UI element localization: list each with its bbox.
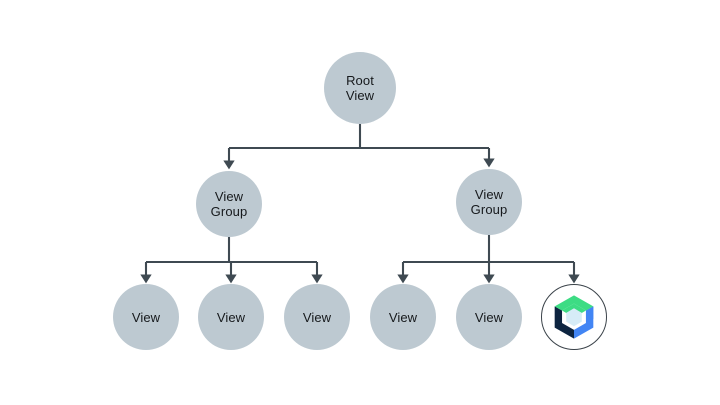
node-view-4[interactable]: View <box>370 284 436 350</box>
node-view-1-label: View <box>131 309 161 325</box>
node-view-group-left[interactable]: View Group <box>196 171 262 237</box>
node-root-view[interactable]: Root View <box>324 52 396 124</box>
node-view-5[interactable]: View <box>456 284 522 350</box>
node-view-3[interactable]: View <box>284 284 350 350</box>
node-view-3-label: View <box>302 309 332 325</box>
node-view-5-label: View <box>474 309 504 325</box>
node-view-4-label: View <box>388 309 418 325</box>
node-view-group-right-label: View Group <box>470 187 508 217</box>
node-view-group-left-label: View Group <box>210 189 248 219</box>
jetpack-compose-logo <box>551 294 597 340</box>
node-compose-highlighted[interactable] <box>541 284 607 350</box>
node-view-group-right[interactable]: View Group <box>456 169 522 235</box>
node-view-2-label: View <box>216 309 246 325</box>
node-view-2[interactable]: View <box>198 284 264 350</box>
node-view-1[interactable]: View <box>113 284 179 350</box>
node-root-view-label: Root View <box>345 73 375 103</box>
